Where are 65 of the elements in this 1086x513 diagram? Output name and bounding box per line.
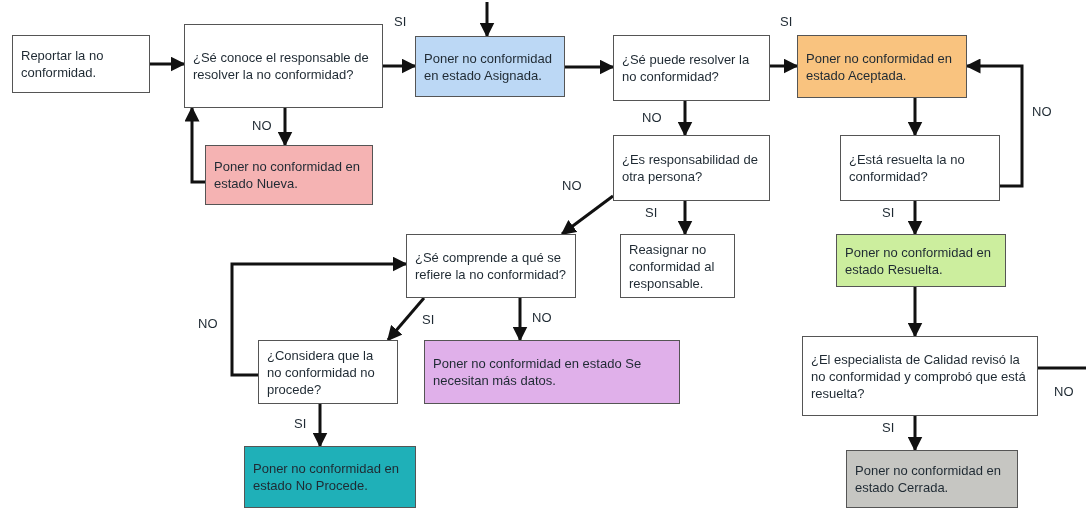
state-box bbox=[797, 35, 967, 98]
arrow bbox=[965, 58, 1024, 188]
edge-label: SI bbox=[392, 14, 409, 29]
arrow bbox=[277, 108, 293, 147]
arrow bbox=[770, 58, 799, 74]
edge-label: NO bbox=[640, 110, 664, 125]
state-box bbox=[836, 234, 1006, 287]
arrow bbox=[386, 297, 426, 342]
box-text: Reportar la no conformidad. bbox=[21, 47, 105, 81]
box-text: Poner no conformidad en estado Cerrada. bbox=[855, 462, 1002, 496]
edge-label: SI bbox=[778, 14, 795, 29]
edge-label: NO bbox=[560, 178, 584, 193]
box-text: Poner no conformidad en estado Nueva. bbox=[214, 158, 361, 192]
decision-box bbox=[613, 135, 770, 201]
decision-box bbox=[802, 336, 1038, 416]
edge-label: SI bbox=[292, 416, 309, 431]
box-text: Poner no conformidad en estado Se necesitan más datos. bbox=[433, 355, 643, 389]
arrow bbox=[907, 98, 923, 137]
arrow bbox=[677, 101, 693, 137]
arrow bbox=[150, 56, 186, 72]
arrow bbox=[479, 2, 495, 38]
arrow bbox=[560, 194, 614, 236]
edge-label: SI bbox=[880, 205, 897, 220]
box-text: Poner no conformidad en estado Resuelta. bbox=[845, 243, 992, 278]
box-text: Reasignar no conformidad al responsable. bbox=[629, 240, 716, 292]
box-text: ¿Sé puede resolver la no conformidad? bbox=[622, 51, 751, 85]
edge-label: SI bbox=[880, 420, 897, 435]
arrow bbox=[383, 58, 417, 74]
arrow bbox=[312, 404, 328, 448]
decision-box bbox=[613, 35, 770, 101]
box-text: Poner no conformidad en estado Asignada. bbox=[424, 49, 553, 84]
edge-label: NO bbox=[530, 310, 554, 325]
process-box bbox=[12, 35, 150, 93]
edge-label: NO bbox=[250, 118, 274, 133]
box-text: ¿Considera que la no conformidad no procede? bbox=[267, 346, 376, 398]
box-text: ¿Sé conoce el responsable de resolver la no conformidad? bbox=[193, 49, 370, 83]
decision-box bbox=[258, 340, 398, 404]
state-box bbox=[244, 446, 416, 508]
state-box bbox=[415, 36, 565, 97]
state-box bbox=[424, 340, 680, 404]
edge-label: NO bbox=[1052, 384, 1076, 399]
box-text: ¿Es responsabilidad de otra persona? bbox=[622, 151, 759, 185]
process-box bbox=[620, 234, 735, 298]
arrow bbox=[907, 287, 923, 338]
arrow bbox=[907, 201, 923, 236]
box-text: ¿Está resuelta la no conformidad? bbox=[849, 151, 966, 185]
arrow bbox=[677, 201, 693, 236]
decision-box bbox=[840, 135, 1000, 201]
box-text: Poner no conformidad en estado No Procede. bbox=[253, 460, 400, 494]
box-text: ¿Sé comprende a qué se refiere la no conformidad? bbox=[415, 249, 567, 283]
decision-box bbox=[406, 234, 576, 298]
decision-box bbox=[184, 24, 383, 108]
box-text: ¿El especialista de Calidad revisó la no conformidad y comprobó que está resuelta? bbox=[811, 350, 1027, 402]
arrow bbox=[565, 59, 615, 75]
arrow bbox=[512, 298, 528, 342]
arrow bbox=[907, 416, 923, 452]
state-box bbox=[205, 145, 373, 205]
arrow bbox=[230, 256, 408, 377]
edge-label: SI bbox=[420, 312, 437, 327]
box-text: Poner no conformidad en estado Aceptada. bbox=[806, 49, 953, 84]
edge-label: SI bbox=[643, 205, 660, 220]
state-box bbox=[846, 450, 1018, 508]
edge-label: NO bbox=[1030, 104, 1054, 119]
edge-label: NO bbox=[196, 316, 220, 331]
arrow bbox=[184, 106, 205, 184]
